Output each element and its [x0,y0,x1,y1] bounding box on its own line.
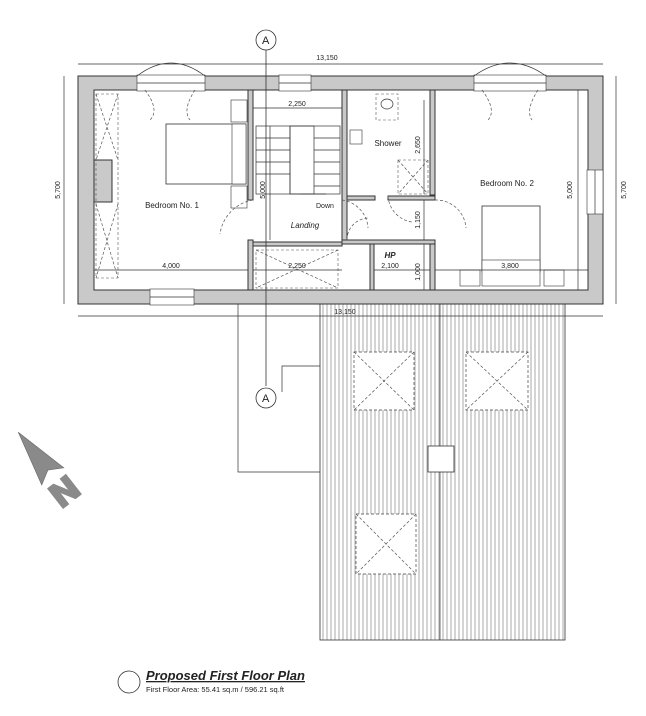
dim-depth-left: 5,700 [55,181,62,199]
deck-rooflight [355,513,417,575]
room-label-bedroom-2: Bedroom No. 2 [480,179,534,188]
dim-bed2-depth: 5,000 [567,181,574,199]
section-marker-top [255,29,277,51]
dim-stair-depth: 5,000 [260,181,267,199]
title-marker-circle [117,670,141,694]
dim-landing-lower: 2,250 [288,263,306,270]
title-block: Proposed First Floor Plan First Floor Ar… [117,668,305,694]
room-label-shower: Shower [374,139,401,148]
dimension-lines [63,63,617,317]
bed-2 [459,205,565,287]
dim-depth-right: 5,700 [621,181,628,199]
dim-bed1-width: 4,000 [162,263,180,270]
landing-cupboard [255,249,339,289]
deck-area [319,297,566,641]
wardrobe-1 [95,93,119,279]
deck-rooflight [465,351,529,411]
dim-stair-width: 2,250 [288,101,306,108]
deck-post [427,445,455,473]
lower-outline [237,298,320,473]
dim-hp-lower: 1,000 [415,263,422,281]
staircase: Down [255,125,341,210]
section-line: A A [255,29,277,409]
exterior-walls [77,75,604,305]
shower-tray [349,93,429,195]
windows [93,62,604,306]
section-marker-bottom-label: A [262,393,270,405]
section-marker-bottom [255,387,277,409]
room-label-hp: HP [384,251,396,260]
door-swings [144,89,539,241]
drawing-area: First Floor Area: 55.41 sq.m / 596.21 sq… [146,685,285,694]
interior-walls [247,89,436,291]
dim-overall-bottom: 13,150 [334,309,356,316]
bed-1 [165,99,248,209]
dim-bed2-width: 3,800 [501,263,519,270]
stair-down-label: Down [316,203,334,210]
drawing-title: Proposed First Floor Plan [146,668,305,683]
dim-shower-depth: 2,650 [415,136,422,154]
section-marker-top-label: A [262,35,270,47]
north-arrow-icon [18,432,82,510]
dim-overall-top: 13,150 [316,55,338,62]
dim-hp-depth: 1,150 [415,211,422,229]
room-label-landing: Landing [291,221,320,230]
room-label-bedroom-1: Bedroom No. 1 [145,201,199,210]
dim-hp-width: 2,100 [381,263,399,270]
lower-outline [281,365,320,392]
deck-rooflight [353,351,415,411]
